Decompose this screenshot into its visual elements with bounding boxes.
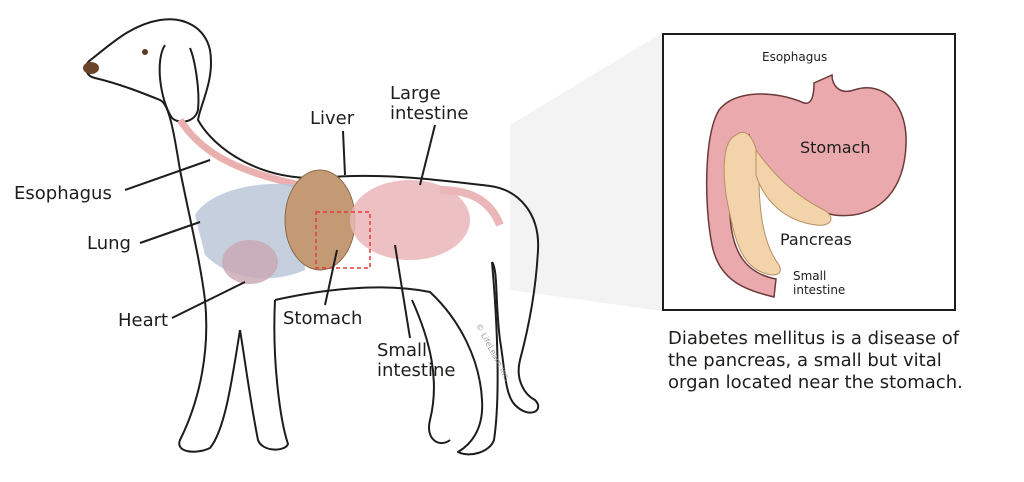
label-small-intestine-1: Small [377, 340, 427, 361]
intestine-shape [350, 180, 470, 260]
label-small-intestine-2: intestine [377, 360, 456, 381]
caption-line: organ located near the stomach. [668, 372, 963, 393]
label-lung: Lung [87, 233, 131, 254]
label-large-intestine-2: intestine [390, 103, 469, 124]
inset-label-stomach: Stomach [800, 138, 871, 157]
caption-line: the pancreas, a small but vital [668, 350, 942, 371]
zoom-projection [510, 33, 662, 311]
label-heart: Heart [118, 310, 169, 331]
stomach-pancreas-illustration [705, 73, 907, 298]
inset-label-esophagus: Esophagus [762, 50, 828, 64]
leader-lines [124, 124, 436, 339]
dog-outline [85, 18, 540, 456]
inset-panel: Esophagus Stomach Pancreas Small intesti… [662, 33, 956, 311]
caption: Diabetes mellitus is a disease of the pa… [668, 328, 963, 394]
liver-shape [284, 169, 356, 271]
pancreas-body [755, 148, 832, 226]
label-esophagus: Esophagus [14, 183, 112, 204]
inset-label-small-intestine-1: Small [793, 269, 827, 283]
caption-line: Diabetes mellitus is a disease of [668, 328, 960, 349]
eye [142, 49, 148, 55]
inset-label-pancreas: Pancreas [780, 230, 852, 249]
highlight-box [315, 211, 371, 269]
lung-shape [195, 183, 305, 279]
label-stomach: Stomach [283, 308, 363, 329]
heart-shape [222, 240, 278, 284]
nose [83, 62, 99, 74]
label-large-intestine-1: Large [390, 83, 441, 104]
esophagus-tube [177, 118, 301, 189]
label-liver: Liver [310, 108, 355, 129]
inset-label-small-intestine-2: intestine [793, 283, 846, 297]
